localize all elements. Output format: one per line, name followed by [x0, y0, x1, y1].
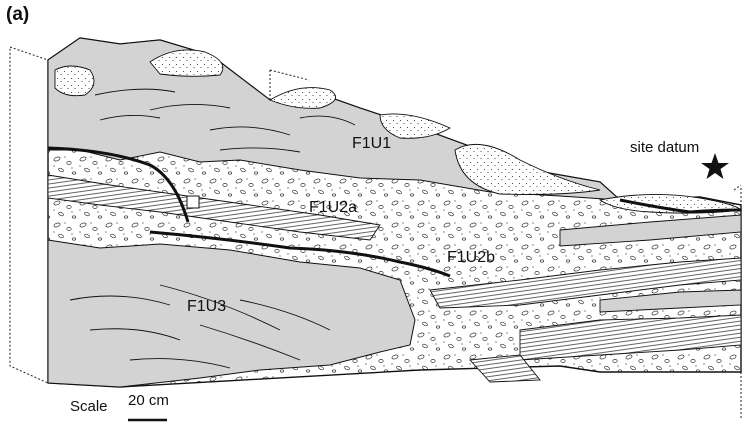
- scale-length-label: 20 cm: [128, 392, 169, 409]
- sample-box-icon: [187, 196, 199, 208]
- unit-label-f1u1: F1U1: [352, 135, 391, 153]
- star-icon: [701, 153, 729, 179]
- sand-lens-top-left: [55, 66, 94, 96]
- unit-label-f1u2b: F1U2b: [447, 249, 495, 267]
- left-end-panel: [10, 47, 48, 383]
- scale-label: Scale: [70, 398, 108, 415]
- unit-label-f1u2a: F1U2a: [309, 199, 357, 217]
- site-datum-label: site datum: [630, 139, 699, 156]
- unit-label-f1u3: F1U3: [187, 298, 226, 316]
- panel-label: (a): [6, 4, 29, 26]
